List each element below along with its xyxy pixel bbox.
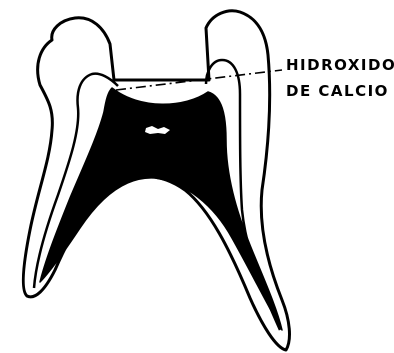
label-line-1: HIDROXIDO [286, 56, 394, 74]
label-line-2: DE CALCIO [286, 82, 389, 100]
